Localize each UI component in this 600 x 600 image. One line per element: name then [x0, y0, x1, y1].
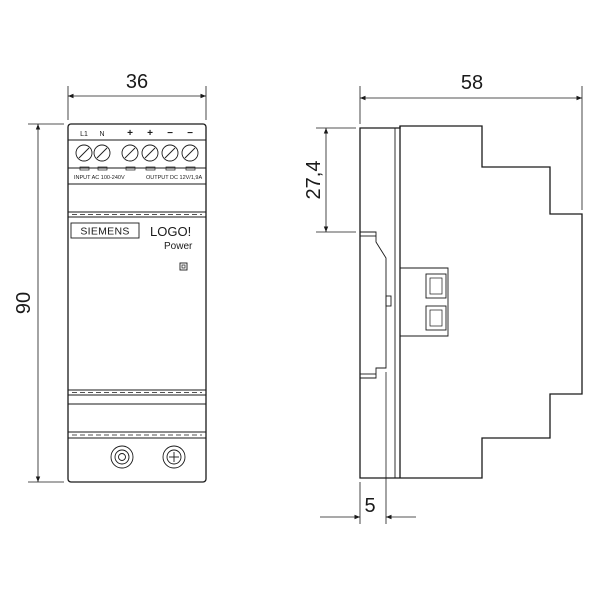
dim-label-90: 90 — [13, 292, 35, 314]
led-indicator — [179, 262, 188, 271]
dimension-depth-58: 58 — [359, 72, 583, 210]
terminal-slots — [79, 166, 196, 171]
terminal-label-plus-2: + — [147, 128, 153, 139]
front-view: L1 N + + − − INPUT AC 100-240V OUTPUT DC… — [67, 123, 207, 483]
terminal-screw-minus-2 — [181, 144, 199, 162]
terminal-screws — [75, 144, 199, 162]
terminal-screw-minus-1 — [161, 144, 179, 162]
dimension-width-36: 36 — [67, 71, 207, 120]
side-terminal-lower — [425, 305, 447, 331]
terminal-label-l1: L1 — [80, 131, 88, 138]
terminal-screw-l1 — [75, 144, 93, 162]
terminal-label-plus-1: + — [127, 128, 133, 139]
output-rating-label: OUTPUT DC 12V/1,9A — [146, 175, 202, 181]
siemens-label-box — [70, 222, 140, 239]
dim-label-27-4: 27,4 — [303, 161, 325, 200]
terminal-label-n: N — [99, 131, 104, 138]
bottom-terminal-left — [110, 445, 134, 469]
dimension-height-90: 90 — [13, 123, 64, 483]
front-housing — [67, 123, 207, 483]
side-housing — [359, 125, 583, 479]
dim-label-36: 36 — [126, 71, 148, 93]
terminal-label-minus-1: − — [167, 128, 173, 139]
terminal-screw-n — [93, 144, 111, 162]
terminal-label-minus-2: − — [187, 128, 193, 139]
dim-label-58: 58 — [461, 72, 483, 94]
input-rating-label: INPUT AC 100-240V — [74, 175, 125, 181]
side-terminal-upper — [425, 273, 447, 299]
terminal-screw-plus-1 — [121, 144, 139, 162]
product-subtitle: Power — [164, 241, 193, 252]
brand-name: SIEMENS — [80, 226, 129, 238]
dimension-offset-27-4: 27,4 — [303, 127, 356, 233]
bottom-terminal-right — [162, 445, 186, 469]
terminal-screw-plus-2 — [141, 144, 159, 162]
product-name: LOGO! — [150, 224, 191, 239]
dimension-rail-5: 5 — [320, 372, 416, 524]
side-view — [359, 125, 583, 479]
dim-label-5: 5 — [364, 495, 375, 517]
